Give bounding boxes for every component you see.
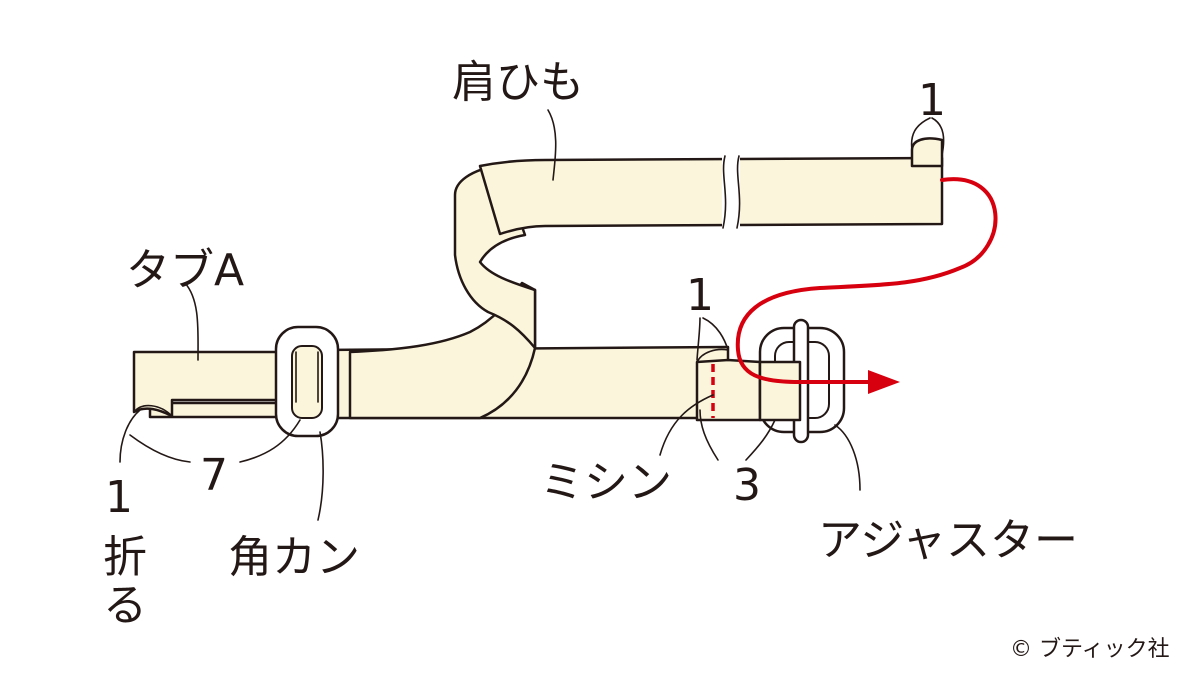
shoulder-strap-end-fold: [910, 137, 944, 168]
arrow-head-icon: [868, 370, 900, 394]
tab-a-fold-curl: [133, 404, 173, 417]
adjuster-strap-wrap: [758, 360, 802, 422]
shoulder-strap: [348, 137, 944, 420]
lower-strap-fold-end: [695, 358, 762, 422]
copyright-credit: © ブティック社: [1010, 637, 1170, 662]
strap-break-mark: [722, 154, 741, 230]
label-num-left: 1: [105, 472, 133, 523]
square-ring: [274, 325, 340, 438]
label-tab-a: タブA: [126, 245, 244, 296]
label-fold: 折る: [103, 532, 147, 631]
label-shoulder-strap: 肩ひも: [452, 57, 584, 108]
tab-a-top: [132, 350, 302, 418]
label-num-top-right: 1: [918, 75, 946, 126]
threading-arrow: [735, 177, 998, 394]
label-num-mid: 1: [686, 270, 714, 321]
label-adjuster: アジャスター: [818, 515, 1078, 566]
label-num-3: 3: [733, 460, 761, 511]
leader-lines: [119, 109, 945, 521]
label-sewing: ミシン: [540, 457, 672, 508]
label-num-7: 7: [200, 450, 228, 501]
label-square-ring: 角カン: [228, 532, 360, 583]
shoulder-strap-upper: [478, 156, 944, 236]
lower-strap-fold-curl: [696, 348, 729, 363]
